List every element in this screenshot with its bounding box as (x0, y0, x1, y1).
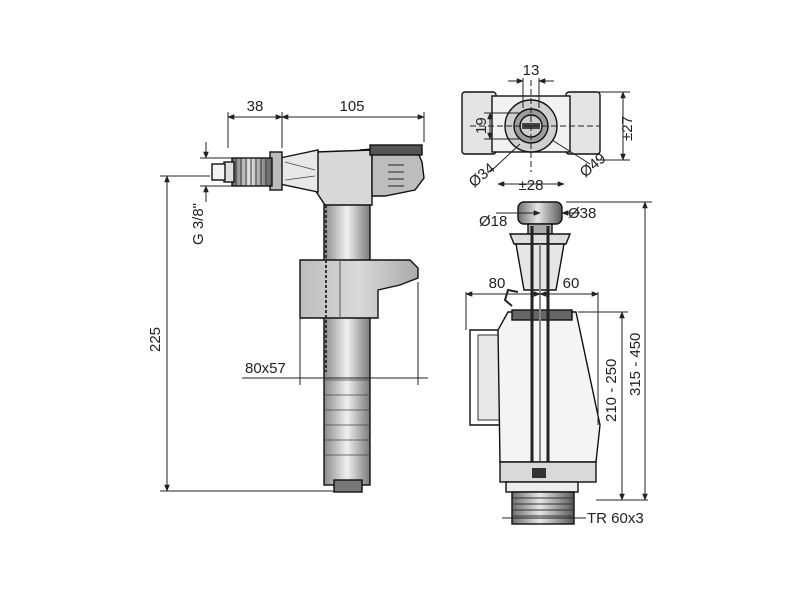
dim-height: 225 (147, 327, 164, 352)
fill-valve-tube (323, 194, 371, 486)
dim-right-width: 60 (563, 275, 580, 292)
flush-valve-base (499, 461, 597, 483)
dim-offset: ±28 (519, 177, 544, 194)
dim-overflow-height: 210 - 250 (603, 359, 620, 422)
fill-valve-float (299, 259, 419, 319)
flush-valve-thread-nut (511, 491, 575, 525)
collar (511, 309, 573, 321)
fill-valve-bottom-cap (333, 479, 363, 493)
dim-float-size: 80x57 (245, 360, 286, 377)
dim-slot-width: 13 (523, 62, 540, 79)
dim-total-height: 315 - 450 (627, 333, 644, 396)
dim-button-large: Ø38 (568, 205, 596, 222)
dim-button-small: Ø18 (479, 213, 507, 230)
dim-left-width: 80 (489, 275, 506, 292)
dim-slot-height: 19 (473, 117, 490, 134)
fill-valve (211, 144, 425, 493)
dim-inlet-thread: G 3/8" (190, 203, 207, 245)
dim-base-thread: TR 60x3 (587, 510, 644, 527)
fill-valve-arm (279, 149, 319, 193)
dim-outer-left: Ø34 (466, 160, 499, 191)
dim-inlet-length: 38 (247, 98, 264, 115)
fill-valve-ribs (324, 379, 370, 456)
side-view-dimensions: Ø18 Ø38 80 60 210 - 250 315 - 450 TR 60x… (465, 201, 652, 527)
fill-valve-dimensions: 38 105 G 3/8" 225 80x57 (147, 98, 428, 492)
fill-valve-head (314, 149, 373, 206)
flush-valve-side-view (469, 201, 601, 525)
fill-valve-thread (231, 157, 273, 187)
dim-body-width: 105 (339, 98, 364, 115)
dim-travel: ±27 (619, 116, 636, 141)
